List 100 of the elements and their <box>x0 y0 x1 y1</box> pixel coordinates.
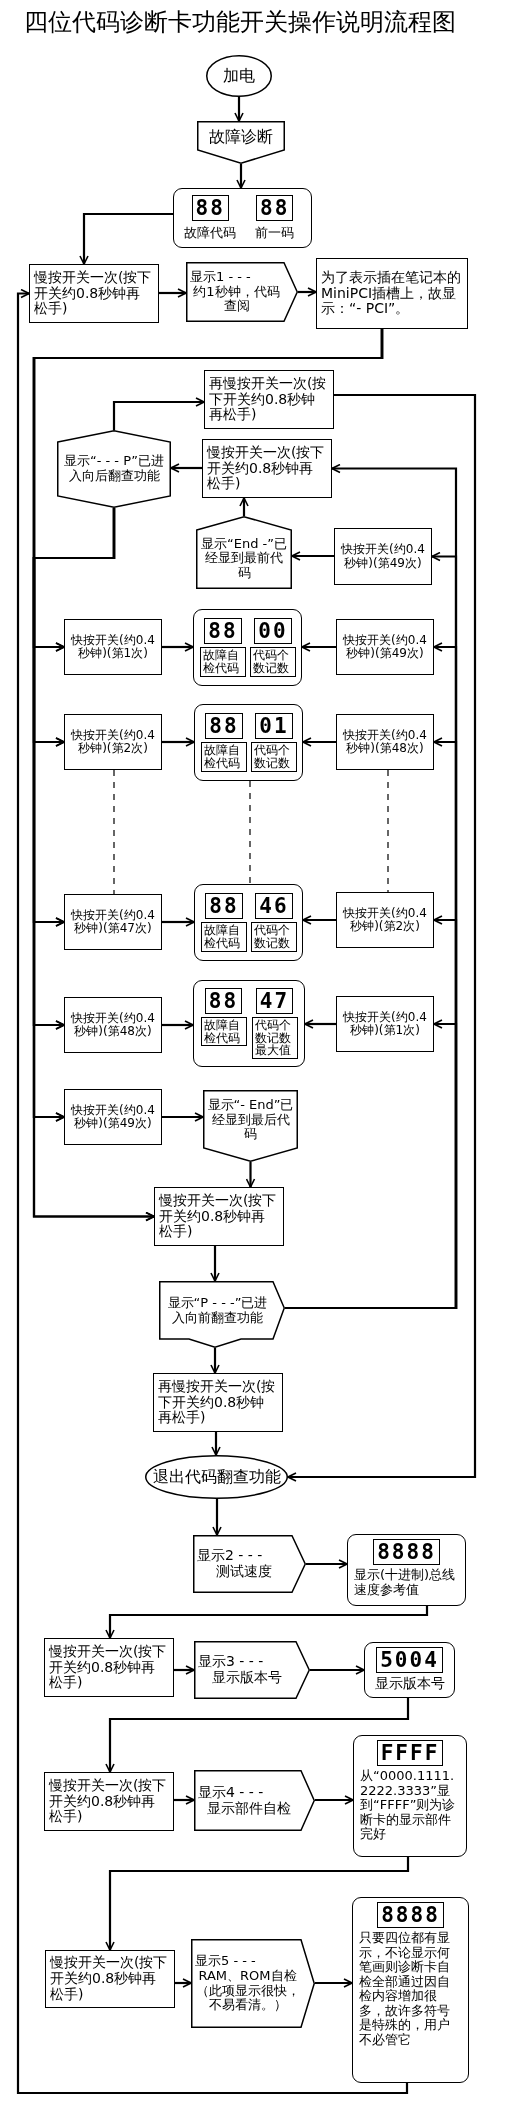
node-text: 显示“End -”已经显到最前代码 <box>200 536 288 581</box>
display-text: 只要四位都有显示，不论显示何笔画则诊断卡自检全部通过因自检内容增加很多，故许多符号是特殊的，用户不必管它 <box>359 1931 451 2048</box>
node-text: （此项显示很快，不易看清。） <box>195 1983 300 2013</box>
node-text: 显示1 - - - <box>190 270 252 285</box>
display-panel <box>364 1642 455 1698</box>
arrow <box>315 1795 354 1805</box>
node-text: 快按开关(约0.4秒钟)(第2次) <box>70 728 156 756</box>
node-text: 退出代码翻查功能 <box>151 1468 282 1486</box>
node-text: 快按开关(约0.4秒钟)(第48次) <box>70 1011 156 1039</box>
node-text: 慢按开关一次(按下开关约0.8秒钟再松手) <box>49 1778 168 1825</box>
status-box <box>203 1090 298 1162</box>
arrow <box>298 287 317 297</box>
node-text: 约1秒钟，代码查阅 <box>192 284 281 314</box>
arrow <box>162 737 195 747</box>
arrow <box>162 917 195 927</box>
arrow <box>210 1348 220 1374</box>
connector-line <box>113 769 115 895</box>
digit-display: 8888 <box>373 1539 440 1565</box>
display-text: 显示(十进制)总线速度参考值 <box>354 1568 457 1598</box>
arrow <box>105 1857 410 1951</box>
arrow <box>162 1112 204 1122</box>
node-text: 快按开关(约0.4秒钟)(第2次) <box>342 906 428 934</box>
digit-display: 88 <box>204 618 242 645</box>
node-text: 慢按开关一次(按下开关约0.8秒钟再松手) <box>34 270 153 317</box>
process-box <box>204 370 334 429</box>
display-label: 故障代码 <box>184 223 237 242</box>
arrow <box>105 1698 410 1773</box>
arrow <box>170 463 202 473</box>
arrow <box>304 1019 336 1029</box>
node-text: 再慢按开关一次(按下开关约0.8秒钟再松手) <box>158 1379 277 1426</box>
arrow <box>112 397 205 430</box>
display-label: 代码个数记数最大值 <box>251 1017 298 1059</box>
arrow <box>315 1978 353 1988</box>
digit-display: 88 <box>205 713 243 740</box>
node-text: 加电 <box>222 67 256 85</box>
display-panel <box>353 1735 467 1857</box>
digit-display: 47 <box>255 988 294 1015</box>
node-text: 快按开关(约0.4秒钟)(第49次) <box>70 1103 156 1131</box>
process-box <box>336 714 434 770</box>
process-box <box>336 619 434 675</box>
digit-display: FFFF <box>376 1740 444 1766</box>
node-text: 快按开关(约0.4秒钟)(第48次) <box>342 728 428 756</box>
display-text: 从“0000.1111.2222.3333”显到“FFFF”则为诊断卡的显示部件完好 <box>360 1769 457 1842</box>
arrow <box>310 1665 365 1675</box>
arrow <box>245 1162 256 1188</box>
node-text: 快按开关(约0.4秒钟)(第47次) <box>70 908 156 936</box>
process-box <box>64 619 162 675</box>
digit-display: 88 <box>191 194 229 221</box>
process-box <box>153 1373 283 1432</box>
status-hexagon <box>57 430 171 508</box>
node-text: 慢按开关一次(按下开关约0.8秒钟再松手) <box>159 1193 278 1240</box>
display-label: 代码个数记数 <box>251 922 297 952</box>
display-step-box <box>193 1535 306 1593</box>
digit-display: 5004 <box>376 1647 443 1673</box>
display-label: 代码个数记数 <box>251 742 297 772</box>
node-text: 快按开关(约0.4秒钟)(第1次) <box>70 633 156 661</box>
arrow <box>285 1019 458 1310</box>
process-box <box>64 894 162 950</box>
arrow <box>287 393 477 1482</box>
display-panel <box>194 884 303 961</box>
process-box <box>44 1772 174 1831</box>
process-box <box>45 1950 175 2008</box>
display-panel <box>194 704 303 781</box>
node-text: 显示部件自检 <box>206 1800 292 1817</box>
process-box <box>64 714 162 770</box>
display-text: 显示版本号 <box>373 1676 446 1692</box>
arrow <box>16 288 409 2095</box>
arrow <box>162 1020 194 1030</box>
process-box <box>334 528 432 585</box>
arrow <box>79 212 173 265</box>
display-panel <box>347 1534 466 1606</box>
terminal-ellipse <box>145 1455 288 1499</box>
status-box <box>159 1281 285 1348</box>
node-text: 显示“- - - P”已进入向后翻查功能 <box>63 454 165 484</box>
display-step-box <box>186 262 298 322</box>
arrow <box>302 737 336 747</box>
node-text: 慢按开关一次(按下开关约0.8秒钟再松手) <box>49 1644 168 1691</box>
arrow <box>239 497 249 516</box>
diagram-title: 四位代码诊断卡功能开关操作说明流程图 <box>24 7 456 38</box>
digit-display: 01 <box>255 713 293 740</box>
display-label: 故障自检代码 <box>200 1017 247 1047</box>
arrow <box>306 1559 348 1569</box>
arrow <box>234 97 244 122</box>
node-text: 显示3 - - - <box>198 1654 265 1670</box>
node-text: 显示版本号 <box>210 1670 283 1686</box>
process-box <box>64 1089 162 1145</box>
process-box <box>336 996 434 1052</box>
connector-line <box>249 780 251 885</box>
node-text: 快按开关(约0.4秒钟)(第49次) <box>342 633 428 661</box>
arrow <box>236 164 246 189</box>
arrow <box>174 1665 195 1675</box>
process-box <box>29 264 159 323</box>
arrow <box>212 1499 222 1536</box>
process-box <box>64 997 162 1053</box>
node-text: 慢按开关一次(按下开关约0.8秒钟再松手) <box>50 1955 169 2003</box>
node-text: 快按开关(约0.4秒钟)(第49次) <box>340 543 426 570</box>
process-box <box>154 1187 284 1246</box>
node-text: 显示5 - - - <box>195 1954 257 1969</box>
node-text: 故障诊断 <box>208 127 274 146</box>
node-text: 再慢按开关一次(按下开关约0.8秒钟再松手) <box>209 376 328 423</box>
